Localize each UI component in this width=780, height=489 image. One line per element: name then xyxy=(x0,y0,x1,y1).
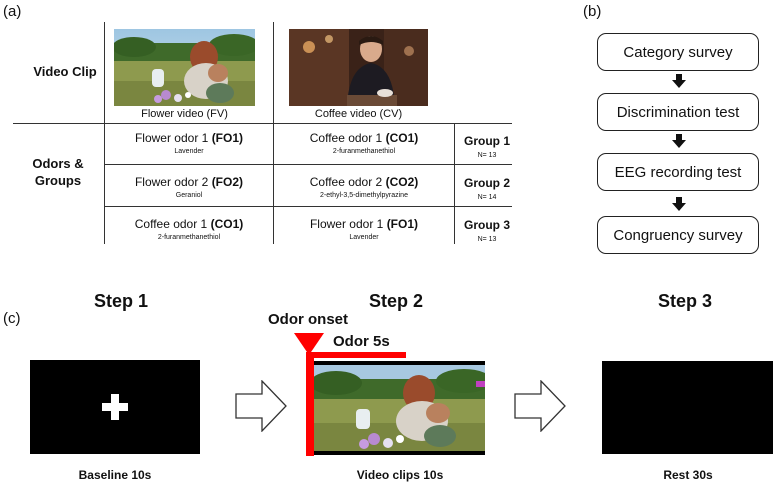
odor-code: (CO1) xyxy=(210,217,244,231)
table-row-rule-2 xyxy=(104,206,512,207)
odor-compound: Lavender xyxy=(174,148,204,155)
odor-cell-r3-flower: Coffee odor 1 (CO1) 2-furanmethanethiol xyxy=(105,216,273,242)
flow-step-congruency-survey: Congruency survey xyxy=(597,216,759,254)
table-mid-divider xyxy=(273,22,274,244)
step-1-title: Step 1 xyxy=(93,291,149,311)
rest-screen xyxy=(602,361,773,454)
odor-cell-r2-coffee: Coffee odor 2 (CO2) 2-ethyl-3,5-dimethyl… xyxy=(274,174,454,200)
odor-compound: 2-furanmethanethiol xyxy=(332,148,396,155)
fixation-cross-icon xyxy=(102,394,128,425)
flow-arrow-down-icon xyxy=(672,197,686,216)
flow-step-discrimination-test: Discrimination test xyxy=(597,93,759,131)
video-clip-row-label: Video Clip xyxy=(33,64,97,79)
odor-name: Coffee odor 1 xyxy=(309,131,383,145)
odor-code: (CO1) xyxy=(385,131,419,145)
odor-code: (CO2) xyxy=(385,175,419,189)
flow-step-category-survey: Category survey xyxy=(597,33,759,71)
table-top-rule xyxy=(13,123,512,124)
transition-arrow-icon xyxy=(235,379,287,437)
odor-cell-r3-coffee: Flower odor 1 (FO1) Lavender xyxy=(274,216,454,242)
odor-duration-bar xyxy=(306,352,406,358)
step-2-title: Step 2 xyxy=(368,291,424,311)
coffee-video-caption: Coffee video (CV) xyxy=(314,108,403,120)
odor-code: (FO2) xyxy=(211,175,244,189)
baseline-screen xyxy=(30,360,200,454)
rest-caption: Rest 30s xyxy=(663,468,713,482)
baseline-caption: Baseline 10s xyxy=(78,468,152,482)
group-size: N= 14 xyxy=(477,194,497,201)
group-cell-3: Group 3 N= 13 xyxy=(455,218,519,244)
odor-cell-r1-flower: Flower odor 1 (FO1) Lavender xyxy=(105,130,273,156)
flow-arrow-down-icon xyxy=(672,134,686,153)
group-label: Group 1 xyxy=(463,134,510,148)
flow-step-eeg-recording-test: EEG recording test xyxy=(597,153,759,191)
table-group-divider xyxy=(454,123,455,244)
flower-video-caption: Flower video (FV) xyxy=(141,108,228,120)
odor-code: (FO1) xyxy=(386,217,419,231)
odor-onset-marker-icon xyxy=(294,333,324,360)
odors-groups-row-label: Odors & Groups xyxy=(22,155,94,189)
group-label: Group 2 xyxy=(463,176,510,190)
video-caption: Video clips 10s xyxy=(356,468,444,482)
panel-c-label: (c) xyxy=(3,310,21,327)
odor-onset-label: Odor onset xyxy=(268,311,349,328)
transition-arrow-icon xyxy=(514,379,566,437)
odor-compound: Lavender xyxy=(349,234,379,241)
group-size: N= 13 xyxy=(477,152,497,159)
odor-compound: Geraniol xyxy=(175,192,203,199)
odor-cell-r2-flower: Flower odor 2 (FO2) Geraniol xyxy=(105,174,273,200)
odor-compound: 2-ethyl-3,5-dimethylpyrazine xyxy=(320,192,408,199)
group-cell-2: Group 2 N= 14 xyxy=(455,176,519,202)
panel-b-label: (b) xyxy=(583,3,602,20)
odors-groups-line2: Groups xyxy=(34,173,82,188)
flower-video-thumbnail xyxy=(112,29,259,106)
odor-duration-label: Odor 5s xyxy=(333,333,390,350)
odor-name: Flower odor 1 xyxy=(309,217,384,231)
table-row-rule-1 xyxy=(104,164,512,165)
panel-a-label: (a) xyxy=(3,3,22,20)
odor-name: Coffee odor 2 xyxy=(309,175,383,189)
video-clip-screen xyxy=(310,361,492,455)
group-cell-1: Group 1 N= 13 xyxy=(455,134,519,160)
odor-name: Coffee odor 1 xyxy=(134,217,208,231)
odor-code: (FO1) xyxy=(211,131,244,145)
odor-compound: 2-furanmethanethiol xyxy=(157,234,221,241)
step-3-title: Step 3 xyxy=(657,291,713,311)
coffee-video-thumbnail xyxy=(289,29,428,106)
odor-name: Flower odor 1 xyxy=(134,131,209,145)
odor-name: Flower odor 2 xyxy=(134,175,209,189)
group-size: N= 13 xyxy=(477,236,497,243)
table-left-divider xyxy=(104,22,105,244)
group-label: Group 3 xyxy=(463,218,510,232)
odor-onset-line xyxy=(306,352,314,456)
flow-arrow-down-icon xyxy=(672,74,686,93)
odor-cell-r1-coffee: Coffee odor 1 (CO1) 2-furanmethanethiol xyxy=(274,130,454,156)
odors-groups-line1: Odors & xyxy=(32,156,84,171)
